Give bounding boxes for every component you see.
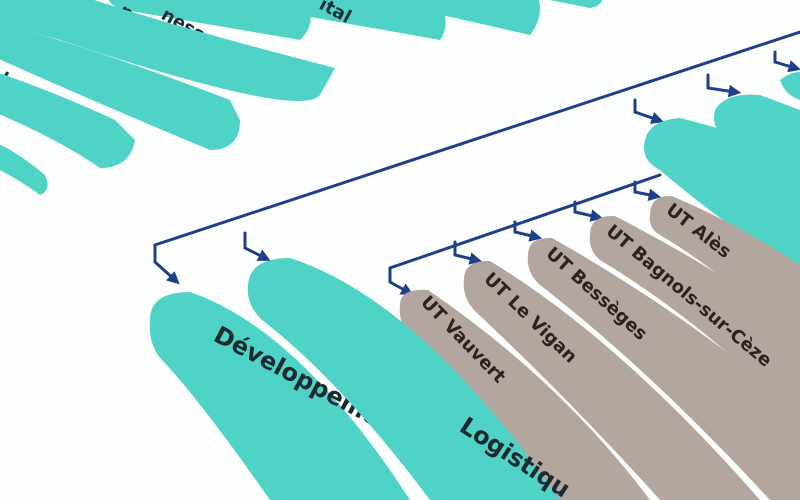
connector-arrow-ut-bagnols bbox=[573, 200, 604, 222]
connector-main-spine bbox=[153, 30, 800, 264]
right-upper-boxes bbox=[644, 72, 800, 270]
connector-arrow-ut-vauvert bbox=[388, 280, 414, 296]
unit-boxes: UT Alès UT Bagnols-sur-Cèze UT Bessèges … bbox=[399, 195, 800, 500]
unit-connector-lines bbox=[388, 173, 662, 296]
connector-arrow-developpement bbox=[153, 260, 180, 285]
connector-unit-spine bbox=[388, 173, 662, 284]
connector-arrow-ut-ales bbox=[633, 180, 662, 201]
top-box-group: nesse, ports partementales ital lecture bbox=[0, 0, 603, 195]
top-box-cropped-2 bbox=[550, 0, 603, 8]
connector-arrow-ut-le-vigan bbox=[453, 240, 483, 265]
right-box-3 bbox=[780, 72, 800, 100]
connector-lines bbox=[153, 30, 800, 285]
connector-arrow-ut-besseges bbox=[513, 220, 543, 242]
connector-arrow-logistique bbox=[243, 231, 271, 261]
right-box-1 bbox=[644, 118, 800, 270]
connector-arrow-top-c bbox=[773, 50, 800, 73]
top-box-cropped-4 bbox=[0, 144, 48, 195]
connector-arrow-top-b bbox=[706, 73, 742, 98]
top-box-cropped-1 bbox=[413, 0, 540, 35]
connector-arrow-top-a bbox=[633, 98, 664, 124]
department-boxes: Développement nu Logistiqu bbox=[149, 258, 575, 500]
right-box-2 bbox=[714, 94, 800, 160]
top-box-cropped-3 bbox=[0, 73, 135, 168]
